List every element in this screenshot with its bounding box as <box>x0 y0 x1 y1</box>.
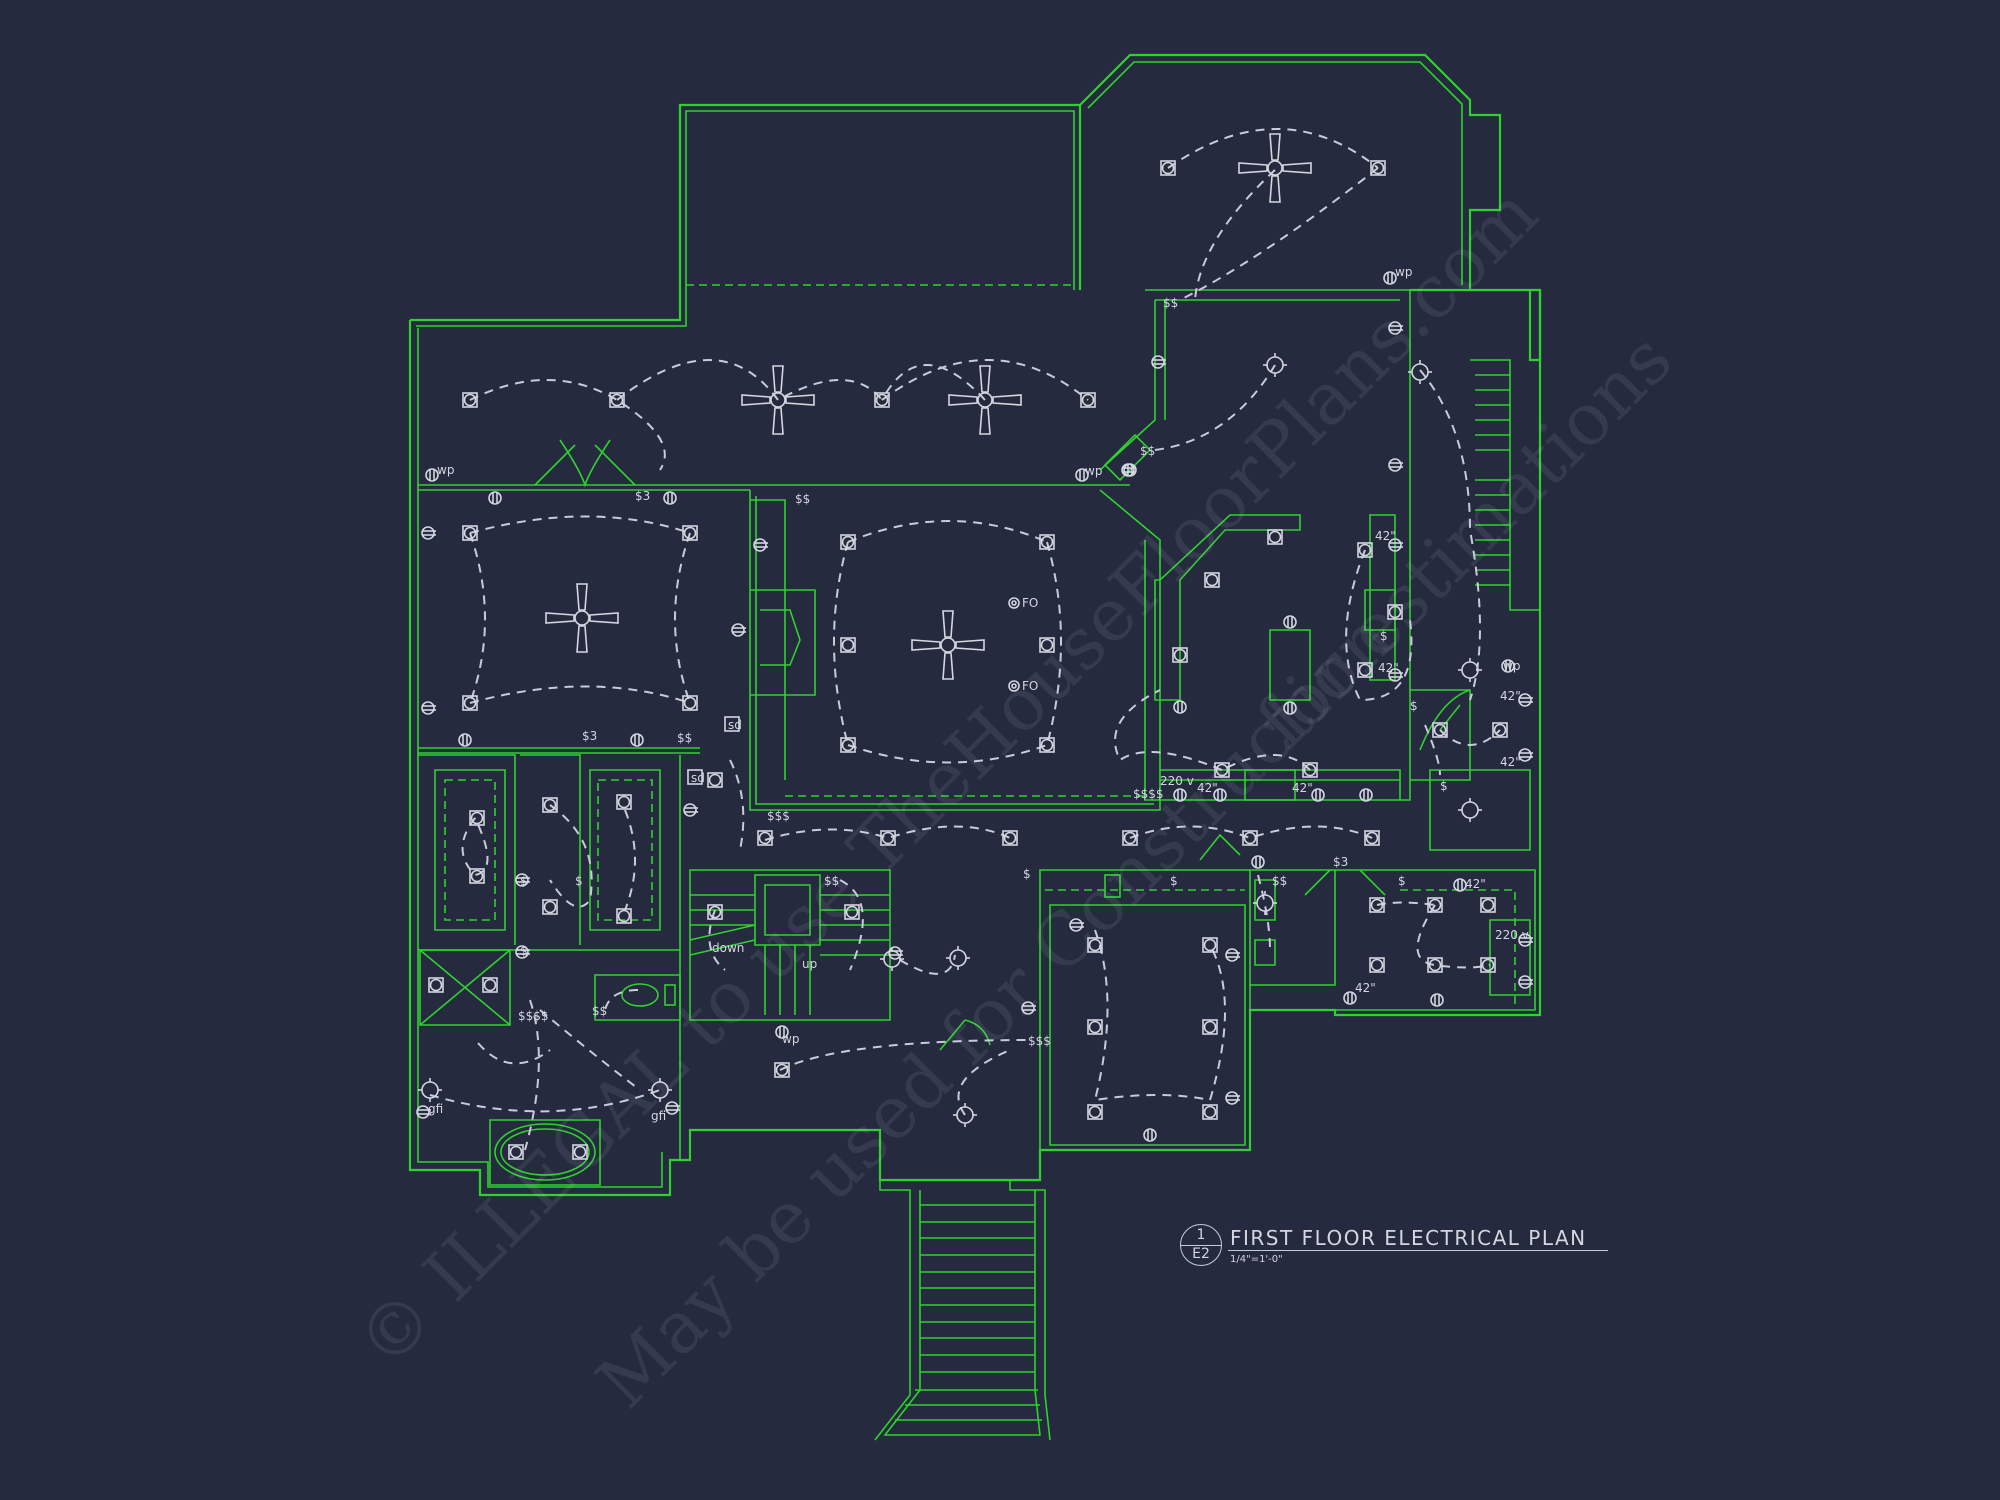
svg-text:$: $ <box>1380 629 1388 643</box>
svg-text:$$: $$ <box>592 1004 607 1018</box>
svg-text:$$: $$ <box>824 874 839 888</box>
labels: wp wp wp wp wp FO FO sd sd gfi gfi 220 v… <box>428 265 1529 1123</box>
svg-text:42": 42" <box>1500 689 1521 703</box>
svg-text:sd: sd <box>728 718 742 732</box>
svg-text:$: $ <box>1023 867 1031 881</box>
drawing-title: FIRST FLOOR ELECTRICAL PLAN <box>1230 1226 1587 1250</box>
svg-text:42": 42" <box>1355 981 1376 995</box>
svg-text:$$$$: $$$$ <box>1133 787 1164 801</box>
smoke-detectors <box>687 597 1020 785</box>
svg-text:gfi: gfi <box>428 1102 443 1116</box>
svg-text:$: $ <box>1398 874 1406 888</box>
svg-text:42": 42" <box>1465 877 1486 891</box>
svg-text:$: $ <box>1440 779 1448 793</box>
svg-text:FO: FO <box>1022 679 1038 693</box>
stair-treads-right <box>1475 374 1510 586</box>
detail-callout-bubble: 1 E2 <box>1180 1224 1222 1266</box>
svg-text:$$$: $$$ <box>1028 1034 1051 1048</box>
svg-text:220 v: 220 v <box>1160 774 1194 788</box>
svg-text:FO: FO <box>1022 596 1038 610</box>
detail-number: 1 <box>1196 1227 1206 1243</box>
svg-text:wp: wp <box>1085 464 1102 478</box>
svg-text:42": 42" <box>1292 781 1313 795</box>
svg-text:$$$$: $$$$ <box>518 1009 549 1023</box>
svg-text:$$: $$ <box>1272 874 1287 888</box>
svg-text:down: down <box>712 941 744 955</box>
svg-text:wp: wp <box>1395 265 1412 279</box>
svg-text:$$: $$ <box>795 492 810 506</box>
exterior-walls <box>408 53 1542 1441</box>
svg-text:wp: wp <box>1503 659 1520 673</box>
svg-text:$$: $$ <box>1163 296 1178 310</box>
svg-text:220 v: 220 v <box>1495 928 1529 942</box>
svg-text:$: $ <box>1410 699 1418 713</box>
svg-text:42": 42" <box>1375 529 1396 543</box>
svg-text:$$: $$ <box>1140 444 1155 458</box>
svg-text:42": 42" <box>1197 781 1218 795</box>
svg-text:$: $ <box>1170 874 1178 888</box>
svg-text:wp: wp <box>782 1032 799 1046</box>
svg-text:$: $ <box>575 874 583 888</box>
svg-text:up: up <box>802 957 817 971</box>
svg-text:$$: $$ <box>677 731 692 745</box>
svg-text:$: $ <box>520 944 528 958</box>
stair-treads-front <box>895 1204 1042 1421</box>
svg-text:$3: $3 <box>635 489 650 503</box>
svg-text:$3: $3 <box>582 729 597 743</box>
svg-text:$3: $3 <box>1333 855 1348 869</box>
wiring-runs <box>429 128 1501 1151</box>
svg-text:42": 42" <box>1378 661 1399 675</box>
svg-text:wp: wp <box>437 463 454 477</box>
svg-text:$: $ <box>520 874 528 888</box>
sheet-number: E2 <box>1192 1246 1210 1262</box>
drawing-scale: 1/4"=1'-0" <box>1230 1254 1283 1265</box>
svg-text:42": 42" <box>1500 755 1521 769</box>
title-underline <box>1228 1250 1608 1251</box>
svg-text:$$$: $$$ <box>767 809 790 823</box>
drawing-title-block: 1 E2 FIRST FLOOR ELECTRICAL PLAN 1/4"=1'… <box>1180 1224 1610 1274</box>
svg-text:gfi: gfi <box>651 1109 666 1123</box>
svg-text:sd: sd <box>691 771 705 785</box>
ceiling-fans <box>545 133 1312 680</box>
